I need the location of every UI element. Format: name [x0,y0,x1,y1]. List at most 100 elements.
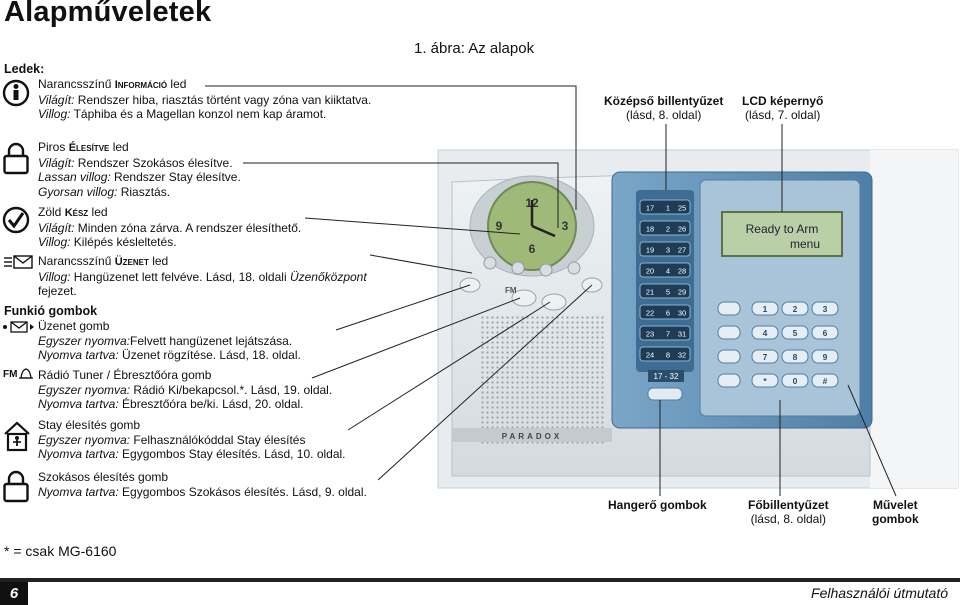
message-play-icon [3,321,34,333]
keypad-key[interactable]: 8 [781,349,809,364]
keypad-key[interactable]: 5 [781,325,809,340]
keypad-key[interactable]: 2 [781,301,809,316]
alarm-bell-icon [19,368,33,379]
checkmark-icon [2,206,30,234]
keypad-key[interactable]: 9 [811,349,839,364]
svg-text:7: 7 [763,352,768,362]
function-stay-block: Stay élesítés gomb Egyszer nyomva: Felha… [38,418,346,462]
regular-arm-padlock-icon [3,470,29,503]
callout-lcd: LCD képernyő (lásd, 7. oldal) [742,94,824,122]
callout-center-keypad: Középső billentyűzet (lásd, 8. oldal) [604,94,724,122]
svg-text:27: 27 [678,246,686,255]
side-function-key[interactable] [717,325,741,340]
keypad-key[interactable]: * [751,373,779,388]
keypad-key[interactable]: 0 [781,373,809,388]
footnote: * = csak MG-6160 [4,543,117,559]
keypad-key[interactable]: 4 [751,325,779,340]
led-ready-name: Kész [64,207,89,219]
svg-text:4: 4 [763,328,768,338]
svg-text:23: 23 [646,330,654,339]
svg-text:8: 8 [666,351,670,360]
zone-key[interactable]: 22 6 30 [639,304,691,320]
svg-text:25: 25 [678,204,686,213]
svg-text:2: 2 [666,225,670,234]
clock-number-3: 3 [562,219,569,233]
svg-text:1: 1 [666,204,670,213]
function-radio-block: Rádió Tuner / Ébresztőóra gomb Egyszer n… [38,368,333,412]
led-message-name: Üzenet [114,256,149,268]
footer-bar [0,578,960,582]
lcd-line-1: Ready to Arm [746,222,819,236]
function-regular-block: Szokásos élesítés gomb Nyomva tartva: Eg… [38,470,367,499]
keypad-key[interactable]: 7 [751,349,779,364]
led-arm-name: Élesítve [68,142,110,154]
keypad-key[interactable]: 6 [811,325,839,340]
svg-text:8: 8 [793,352,798,362]
zone-key[interactable]: 24 8 32 [639,346,691,362]
keypad-key[interactable]: 3 [811,301,839,316]
svg-text:24: 24 [646,351,654,360]
footer-text: Felhasználói útmutató [811,585,948,601]
svg-text:3: 3 [666,246,670,255]
page-number: 6 [0,582,28,605]
svg-text:*: * [763,376,767,386]
function-message-block: Üzenet gomb Egyszer nyomva:Felvett hangü… [38,319,301,363]
svg-text:32: 32 [678,351,686,360]
callout-volume: Hangerő gombok [608,498,707,512]
svg-text:22: 22 [646,309,654,318]
svg-text:6: 6 [823,328,828,338]
fm-label: FM [3,369,18,380]
svg-text:6: 6 [666,309,670,318]
figure-caption: 1. ábra: Az alapok [414,40,535,57]
svg-text:3: 3 [823,304,828,314]
zone-range-label: 17 - 32 [654,372,679,381]
svg-text:30: 30 [678,309,686,318]
svg-text:0: 0 [793,376,798,386]
brand-label: PARADOX [502,432,562,441]
svg-text:5: 5 [666,288,670,297]
led-ready-block: Zöld Kész led Világít: Minden zóna zárva… [38,205,302,250]
side-function-key[interactable] [717,301,741,316]
svg-text:29: 29 [678,288,686,297]
message-envelope-icon [4,255,33,269]
clock-number-6: 6 [529,242,536,256]
side-function-key[interactable] [717,373,741,388]
zone-key[interactable]: 18 2 26 [639,220,691,236]
svg-text:19: 19 [646,246,654,255]
zone-key[interactable]: 19 3 27 [639,241,691,257]
page-title: Alapműveletek [4,0,212,28]
side-function-key[interactable] [717,349,741,364]
svg-text:7: 7 [666,330,670,339]
svg-text:17: 17 [646,204,654,213]
zone-key[interactable]: 23 7 31 [639,325,691,341]
zone-key[interactable]: 20 4 28 [639,262,691,278]
svg-text:#: # [823,376,828,386]
svg-text:18: 18 [646,225,654,234]
svg-text:2: 2 [793,304,798,314]
svg-text:20: 20 [646,267,654,276]
device-fm-label: FM [505,286,517,295]
zone-key[interactable]: 17 1 25 [639,199,691,215]
info-icon [2,79,30,107]
led-arm-block: Piros Élesítve led Világít: Rendszer Szo… [38,140,241,199]
lcd-line-2: menu [790,237,820,251]
svg-text:5: 5 [793,328,798,338]
callout-action-buttons: Művelet gombok [872,498,919,526]
callout-main-keypad: Főbillentyűzet (lásd, 8. oldal) [748,498,829,526]
svg-text:31: 31 [678,330,686,339]
keypad-key[interactable]: 1 [751,301,779,316]
padlock-icon [3,142,29,175]
stay-house-icon [4,421,30,452]
led-info-name: Információ [114,79,168,91]
clock-number-9: 9 [496,219,503,233]
led-message-block: Narancsszínű Üzenet led Villog: Hangüzen… [38,254,367,299]
svg-text:1: 1 [763,304,768,314]
svg-text:9: 9 [823,352,828,362]
svg-text:26: 26 [678,225,686,234]
svg-text:4: 4 [666,267,670,276]
functions-heading: Funkió gombok [4,304,98,318]
svg-text:28: 28 [678,267,686,276]
keypad-key[interactable]: # [811,373,839,388]
